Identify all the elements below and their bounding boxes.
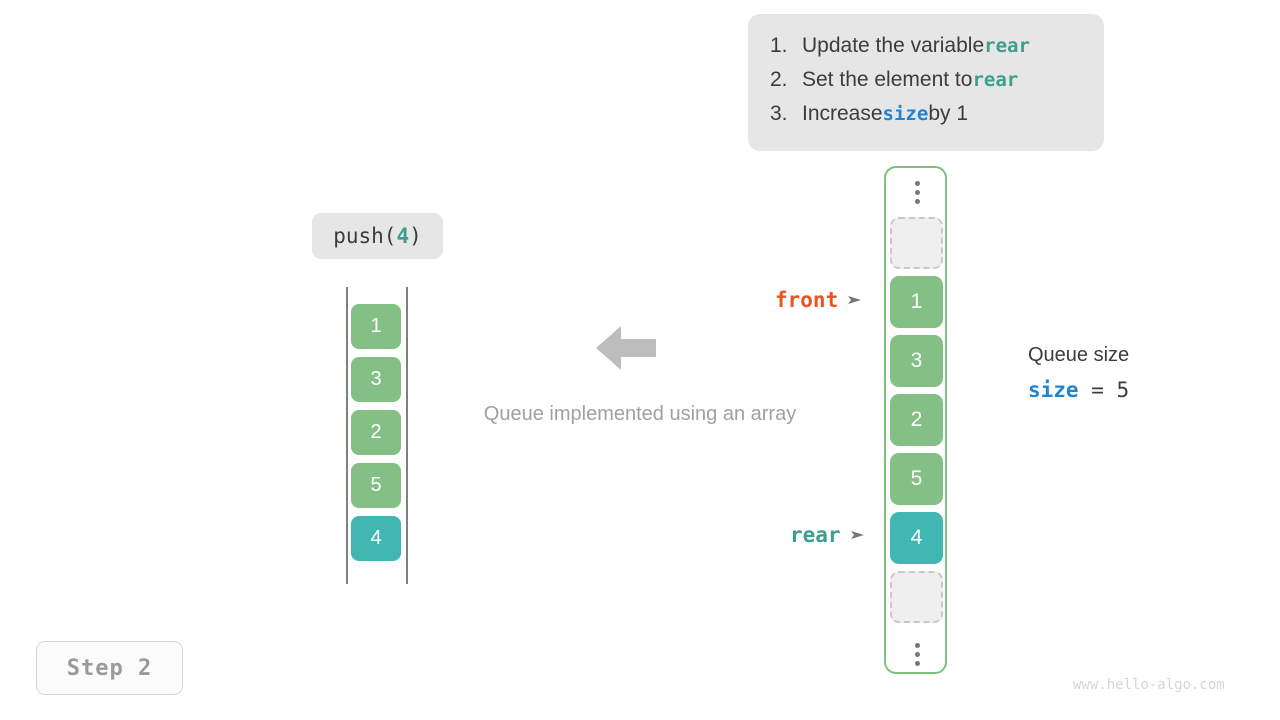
instruction-text: Set the element to (802, 68, 973, 91)
queue-cell: 1 (351, 304, 401, 349)
queue-size-equals: = (1078, 378, 1117, 402)
array-cell-empty (890, 217, 943, 269)
instruction-item-2: 2. Set the element to rear (770, 68, 1080, 92)
instruction-text-post: by 1 (928, 102, 969, 125)
queue-size-value: 5 (1116, 378, 1130, 402)
watermark: www.hello-algo.com (1073, 677, 1225, 693)
queue-size-readout: Queue size size = 5 (1028, 344, 1129, 402)
instruction-code-rear: rear (984, 35, 1030, 57)
array-cell: 3 (890, 335, 943, 387)
rear-pointer: rear (790, 523, 866, 547)
vertical-ellipsis-icon-bottom (890, 630, 945, 679)
queue-rail-left (346, 287, 348, 584)
instruction-text: Update the variable (802, 34, 985, 57)
pointer-arrow-icon (848, 296, 862, 304)
queue-rail-right (406, 287, 408, 584)
step-badge: Step 2 (36, 641, 183, 695)
array-cell-new: 4 (890, 512, 943, 564)
queue-cell: 5 (351, 463, 401, 508)
diagram-caption: Queue implemented using an array (483, 403, 797, 425)
instruction-text: Increase (802, 102, 883, 125)
front-pointer-label: front (775, 288, 839, 312)
vertical-ellipsis-icon-top (890, 168, 945, 217)
front-pointer: front (775, 288, 863, 312)
array-cell: 5 (890, 453, 943, 505)
array-cell: 2 (890, 394, 943, 446)
queue-cell-new: 4 (351, 516, 401, 561)
instruction-item-3: 3. Increase size by 1 (770, 102, 1080, 126)
logical-queue-cells: 1 3 2 5 4 (351, 304, 401, 569)
queue-size-title: Queue size (1028, 344, 1130, 366)
rear-pointer-label: rear (790, 523, 841, 547)
array-cell-empty (890, 571, 943, 623)
instruction-number: 3. (770, 102, 788, 125)
instruction-number: 2. (770, 68, 788, 91)
instruction-item-1: 1. Update the variable rear (770, 34, 1080, 58)
physical-array-container: 1 3 2 5 4 (884, 166, 947, 674)
queue-size-expression: size = 5 (1028, 378, 1129, 402)
queue-size-variable: size (1028, 378, 1079, 402)
instruction-code-rear: rear (972, 69, 1019, 91)
instruction-code-size: size (882, 103, 929, 125)
pointer-arrow-icon (850, 531, 864, 539)
arrow-left-icon (595, 320, 657, 376)
instruction-panel: 1. Update the variable rear 2. Set the e… (748, 14, 1104, 151)
physical-array-cells: 1 3 2 5 4 (890, 168, 945, 679)
queue-cell: 3 (351, 357, 401, 402)
operation-name: push( (333, 224, 397, 248)
instruction-number: 1. (770, 34, 788, 57)
queue-cell: 2 (351, 410, 401, 455)
operation-label: push(4) (312, 213, 443, 259)
array-cell: 1 (890, 276, 943, 328)
operation-argument: 4 (396, 224, 410, 248)
operation-paren-close: ) (409, 224, 422, 248)
